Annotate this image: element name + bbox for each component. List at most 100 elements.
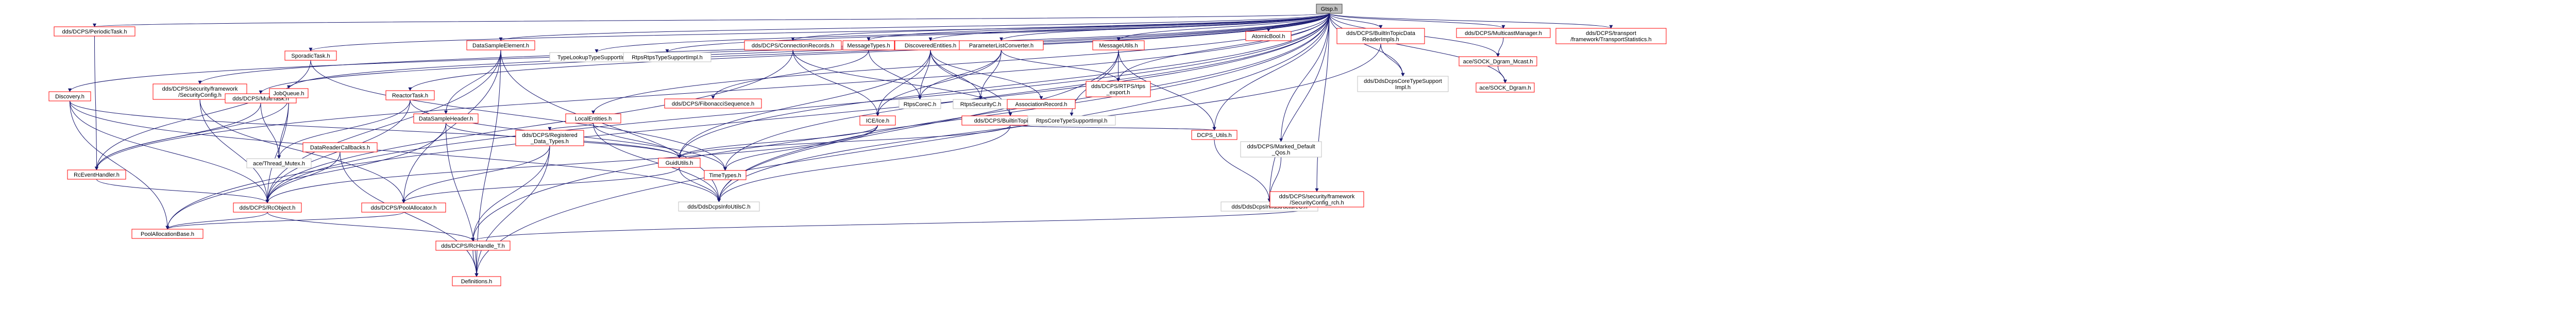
node-label: AtomicBool.h: [1252, 33, 1285, 40]
node-rtps-core[interactable]: RtpsCoreC.h: [899, 99, 941, 109]
node-multicast-manager[interactable]: dds/DCPS/MulticastManager.h: [1456, 28, 1551, 38]
node-rc-handle-t[interactable]: dds/DCPS/RcHandle_T.h: [435, 241, 511, 251]
node-rtps-core-type-support[interactable]: RtpsCoreTypeSupportImpl.h: [1027, 115, 1116, 126]
node-label: dds/DCPS/MulticastManager.h: [1465, 30, 1542, 37]
node-guid-utils[interactable]: GuidUtils.h: [658, 158, 701, 168]
node-label: dds/DdsDcpsCoreTypeSupport: [1364, 78, 1442, 84]
node-box: [658, 158, 701, 168]
node-label: SporadicTask.h: [291, 53, 330, 59]
node-data-sample-header[interactable]: DataSampleHeader.h: [413, 113, 479, 124]
node-time-types[interactable]: TimeTypes.h: [704, 170, 747, 180]
node-label: ParameterListConverter.h: [969, 43, 1033, 49]
node-label: RtpsSecurityC.h: [960, 101, 1001, 108]
node-box: [452, 276, 501, 286]
node-definitions[interactable]: Definitions.h: [452, 276, 501, 286]
edge-rc-event-handler-to-rc-object: [96, 179, 269, 203]
node-box: [1336, 28, 1425, 44]
node-label: dds/DCPS/PeriodicTask.h: [62, 29, 127, 35]
node-box: [435, 241, 511, 251]
node-reactor-task[interactable]: ReactorTask.h: [385, 90, 435, 100]
node-rtps-type-support[interactable]: RtpsRtpsTypeSupportImpl.h: [623, 52, 711, 62]
edge-periodic-task-to-rc-event-handler: [94, 36, 98, 170]
node-fibonacci[interactable]: dds/DCPS/FibonacciSequence.h: [664, 98, 762, 109]
node-sock-dgram[interactable]: ace/SOCK_Dgram.h: [1476, 82, 1535, 93]
node-ice-ice[interactable]: ICE/Ice.h: [859, 115, 896, 126]
node-sock-dgram-mcast[interactable]: ace/SOCK_Dgram_Mcast.h: [1459, 56, 1537, 66]
node-conn-records[interactable]: dds/DCPS/ConnectionRecords.h: [744, 40, 842, 50]
node-pool-alloc-base[interactable]: PoolAllocationBase.h: [131, 229, 204, 239]
node-job-queue[interactable]: JobQueue.h: [269, 88, 309, 98]
node-box: [704, 170, 747, 180]
node-periodic-task[interactable]: dds/DCPS/PeriodicTask.h: [54, 26, 135, 37]
edge-gtsp-to-discovered-entities: [928, 13, 1330, 41]
edge-message-utils-to-dcps-utils: [1118, 49, 1216, 131]
node-atomic-bool[interactable]: AtomicBool.h: [1245, 31, 1292, 41]
node-sec-config-rch[interactable]: dds/DCPS/security/framework/SecurityConf…: [1269, 191, 1364, 208]
node-label: AssociationRecord.h: [1015, 101, 1067, 108]
edge-sock-dgram-mcast-to-sock-dgram: [1498, 65, 1507, 83]
node-market-default-qos[interactable]: dds/DCPS/Marked_Default_Qos.h: [1240, 141, 1322, 158]
edge-registered-data-types-to-pool-allocator: [402, 145, 550, 203]
node-gtsp[interactable]: Gtsp.h: [1316, 4, 1343, 14]
edge-ice-ice-to-time-types: [723, 125, 878, 171]
node-label: LocalEntities.h: [575, 116, 612, 122]
edge-discovered-entities-to-ice-ice: [876, 49, 931, 116]
edge-local-entities-to-registered-data-types: [548, 123, 594, 131]
node-box: [1476, 82, 1535, 93]
node-discovery[interactable]: Discovery.h: [48, 91, 91, 101]
edge-job-queue-to-rc-object: [265, 97, 289, 203]
node-label: dds/DCPS/Marked_Default: [1247, 144, 1315, 150]
node-rc-object[interactable]: dds/DCPS/RcObject.h: [233, 202, 302, 213]
node-pool-allocator[interactable]: dds/DCPS/PoolAllocator.h: [361, 202, 446, 213]
node-data-header-callbacks[interactable]: DataReaderCallbacks.h: [302, 142, 378, 152]
node-registered-data-types[interactable]: dds/DCPS/Registered_Data_Types.h: [515, 130, 584, 146]
node-box: [678, 201, 760, 212]
edge-gtsp-to-conn-records: [791, 13, 1330, 41]
node-data-sample-element[interactable]: DataSampleElement.h: [466, 40, 535, 50]
node-ace-thread-mutex[interactable]: ace/Thread_Mutex.h: [246, 158, 312, 168]
node-label: _export.h: [1106, 90, 1130, 96]
node-rtps-security[interactable]: RtpsSecurityC.h: [953, 99, 1009, 109]
edge-gtsp-to-pool-alloc-base: [165, 13, 1330, 230]
node-rc-event-handler[interactable]: RcEventHandler.h: [67, 169, 126, 180]
node-transport-stats[interactable]: dds/DCPS/transport/framework/TransportSt…: [1555, 28, 1667, 44]
node-box: [1007, 99, 1076, 109]
edge-sporadic-task-to-rc-event-handler: [95, 60, 311, 170]
nodes: Gtsp.h dds/DCPS/PeriodicTask.hSporadicTas…: [48, 4, 1667, 286]
edge-gtsp-to-multi-task: [259, 13, 1330, 94]
node-local-entities[interactable]: LocalEntities.h: [565, 113, 621, 124]
node-box: [623, 52, 711, 62]
edge-guid-utils-to-pool-allocator: [402, 167, 680, 203]
edge-multi-task-to-ace-thread-mutex: [260, 102, 281, 159]
node-label: /SecurityConfig_rch.h: [1290, 200, 1344, 206]
edge-rc-object-to-pool-alloc-base: [165, 212, 268, 230]
node-discovered-entities[interactable]: DiscoveredEntities.h: [894, 40, 967, 50]
edge-gtsp-to-dds-infrastructure: [1267, 13, 1330, 202]
node-label: ace/Thread_Mutex.h: [253, 161, 305, 167]
node-box: [466, 40, 535, 50]
node-assoc-record[interactable]: AssociationRecord.h: [1007, 99, 1076, 109]
node-dcps-utils[interactable]: DCPS_Utils.h: [1191, 130, 1238, 140]
node-rtps-rtps-export[interactable]: dds/DCPS/RTPS/rtps_export.h: [1086, 81, 1151, 97]
node-label: PoolAllocationBase.h: [141, 231, 194, 237]
edge-gtsp-to-dds-core-type-support: [1329, 13, 1405, 77]
node-label: JobQueue.h: [274, 91, 304, 97]
node-label: Gtsp.h: [1321, 6, 1337, 12]
node-sporadic-task[interactable]: SporadicTask.h: [284, 50, 337, 61]
node-label: MessageTypes.h: [847, 43, 890, 49]
node-dds-info-utils[interactable]: dds/DdsDcpsInfoUtilsC.h: [678, 201, 760, 212]
edge-gtsp-to-time-types: [723, 13, 1330, 171]
node-label: MessageUtils.h: [1099, 43, 1138, 49]
node-label: RtpsCoreC.h: [904, 101, 937, 108]
node-label: dds/DCPS/security/framework: [162, 86, 238, 92]
node-typelookup[interactable]: TypeLookupTypeSupportImpl.h: [549, 52, 644, 62]
node-label: ace/SOCK_Dgram.h: [1479, 85, 1531, 91]
edge-builtin-topic-utils-to-guid-utils: [677, 125, 1011, 159]
node-box: [565, 113, 621, 124]
node-message-utils[interactable]: MessageUtils.h: [1092, 40, 1145, 50]
node-message-types[interactable]: MessageTypes.h: [842, 40, 895, 50]
node-param-list-converter[interactable]: ParameterListConverter.h: [959, 40, 1044, 50]
node-label: GuidUtils.h: [666, 160, 693, 166]
